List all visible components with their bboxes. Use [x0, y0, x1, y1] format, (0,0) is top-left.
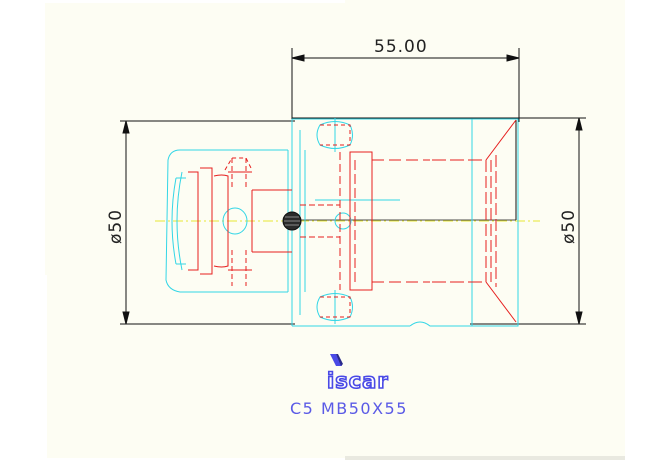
diameter-right-label: ø50	[559, 209, 579, 244]
logo-wordmark: iscar	[327, 369, 389, 393]
product-code-label: C5 MB50X55	[290, 399, 408, 418]
dimension-diameter-left-group	[120, 120, 295, 325]
hidden-features	[188, 119, 517, 323]
dimension-diameter-right-group	[292, 117, 586, 325]
center-bolt	[282, 211, 302, 231]
length-dimension-label: 55.00	[374, 37, 428, 57]
diameter-left-label: ø50	[106, 209, 126, 244]
sheet-edge-left	[45, 275, 47, 460]
body-outline	[165, 118, 519, 327]
sheet-edge-bottom	[345, 456, 625, 460]
iscar-logo: iscar	[326, 354, 389, 394]
drawing-sheet	[45, 0, 625, 458]
dimension-length-group	[291, 48, 520, 220]
sheet-edge-top	[45, 0, 345, 3]
